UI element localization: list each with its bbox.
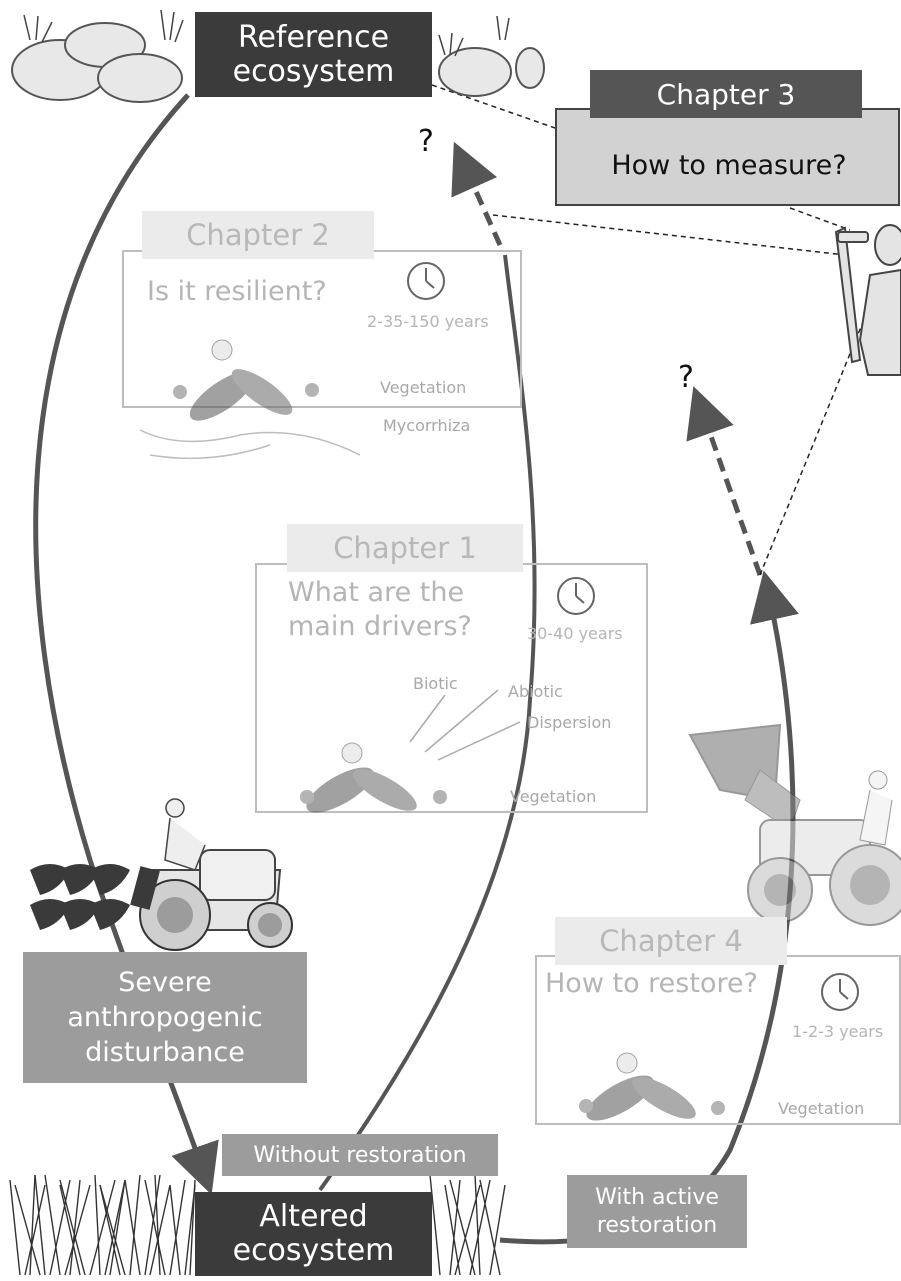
chapter2-tag: Chapter 2 <box>142 211 374 259</box>
chapter2-time: 2-35-150 years <box>367 312 489 331</box>
altered-ecosystem-box: Altered ecosystem <box>195 1192 432 1276</box>
without-restoration-label: Without restoration <box>222 1134 498 1176</box>
tractor-loader-icon <box>690 725 901 925</box>
chapter1-tag: Chapter 1 <box>287 524 523 572</box>
question-mark-1: ? <box>418 124 434 159</box>
question-mark-2: ? <box>678 360 694 395</box>
chapter4-time: 1-2-3 years <box>792 1022 883 1041</box>
chapter3-tag: Chapter 3 <box>590 70 862 118</box>
chapter4-tag: Chapter 4 <box>555 917 787 965</box>
with-active-restoration-label: With active restoration <box>567 1175 747 1248</box>
chapter2-layer-mycorrhiza: Mycorrhiza <box>383 416 470 435</box>
severe-disturbance-box: Severe anthropogenic disturbance <box>23 952 307 1083</box>
chapter4-question: How to restore? <box>545 968 758 999</box>
driver-biotic: Biotic <box>413 674 458 693</box>
chapter2-question: Is it resilient? <box>147 276 327 307</box>
driver-abiotic: Abiotic <box>508 682 563 701</box>
with-restoration-dashed <box>700 405 760 575</box>
chapter1-layer-vegetation: Vegetation <box>510 787 596 806</box>
driver-dispersion: Dispersion <box>527 713 611 732</box>
chapter1-time: 30-40 years <box>527 624 623 643</box>
tractor-plough-icon <box>30 799 292 950</box>
reference-ecosystem-box: Reference ecosystem <box>195 12 432 97</box>
without-restoration-dashed <box>462 160 500 245</box>
chapter1-question: What are the main drivers? <box>288 576 472 644</box>
observer-icon <box>836 225 901 375</box>
chapter4-layer-vegetation: Vegetation <box>778 1099 864 1118</box>
chapter3-question: How to measure? <box>560 138 898 193</box>
chapter2-layer-vegetation: Vegetation <box>380 378 466 397</box>
